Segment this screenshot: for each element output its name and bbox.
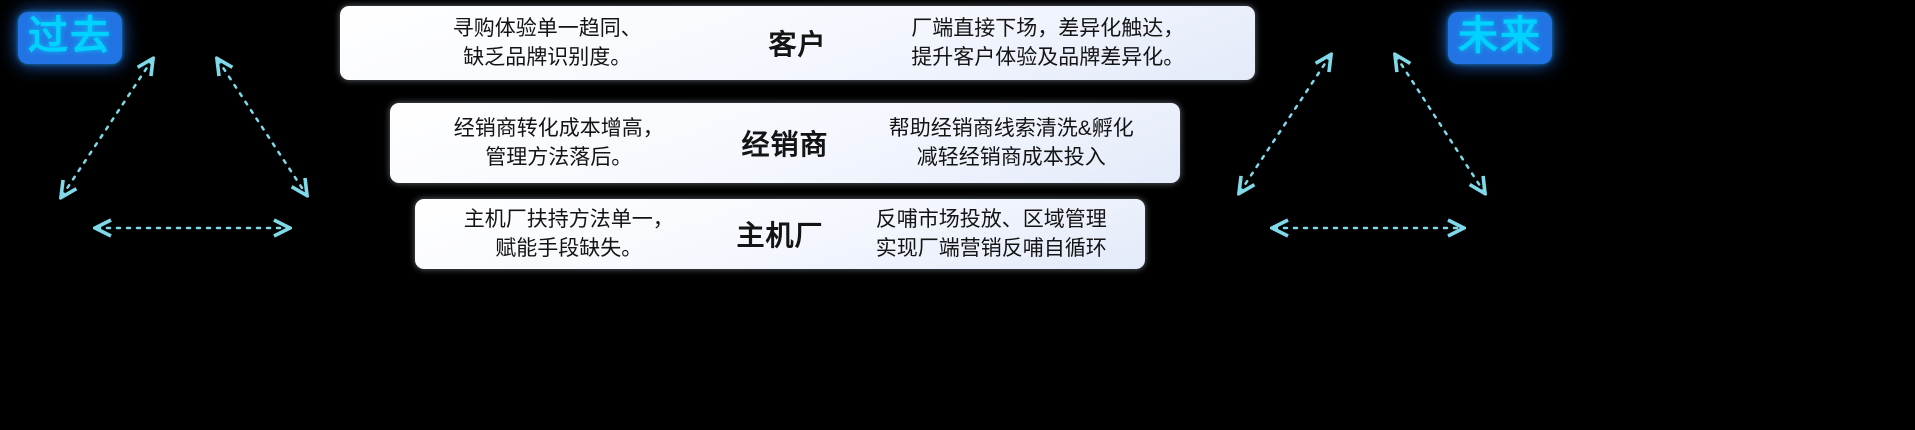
future-label: 未来 (1448, 12, 1552, 64)
future-arrow-left-diagonal (1240, 56, 1330, 192)
customer-past-pain-text: 寻购体验单一趋同、 缺乏品牌识别度。 (452, 16, 642, 69)
past-label: 过去 (18, 12, 122, 64)
oem-future-benefit-text: 反哺市场投放、区域管理 实现厂端营销反哺自循环 (875, 207, 1107, 260)
future-arrow-right-diagonal (1396, 56, 1484, 192)
row-dealer: 经销商转化成本增高， 管理方法落后。 经销商 帮助经销商线索清洗&孵化 减轻经销… (390, 103, 1180, 183)
customer-role-label: 客户 (768, 29, 827, 60)
past-arrow-right-diagonal (218, 60, 306, 194)
future-triangle (1240, 56, 1484, 228)
dealer-future-benefit-text: 帮助经销商线索清洗&孵化 减轻经销商成本投入 (888, 116, 1134, 169)
row-customer: 寻购体验单一趋同、 缺乏品牌识别度。 客户 厂端直接下场，差异化触达， 提升客户… (340, 6, 1255, 80)
past-arrow-left-diagonal (62, 60, 152, 196)
dealer-past-pain-text: 经销商转化成本增高， 管理方法落后。 (453, 116, 664, 169)
past-triangle (62, 60, 306, 228)
oem-past-pain-text: 主机厂扶持方法单一， 赋能手段缺失。 (463, 207, 674, 260)
oem-role-label: 主机厂 (736, 220, 824, 251)
row-oem: 主机厂扶持方法单一， 赋能手段缺失。 主机厂 反哺市场投放、区域管理 实现厂端营… (415, 199, 1145, 269)
customer-future-benefit-text: 厂端直接下场，差异化触达， 提升客户体验及品牌差异化。 (911, 16, 1185, 69)
dealer-role-label: 经销商 (741, 129, 829, 160)
